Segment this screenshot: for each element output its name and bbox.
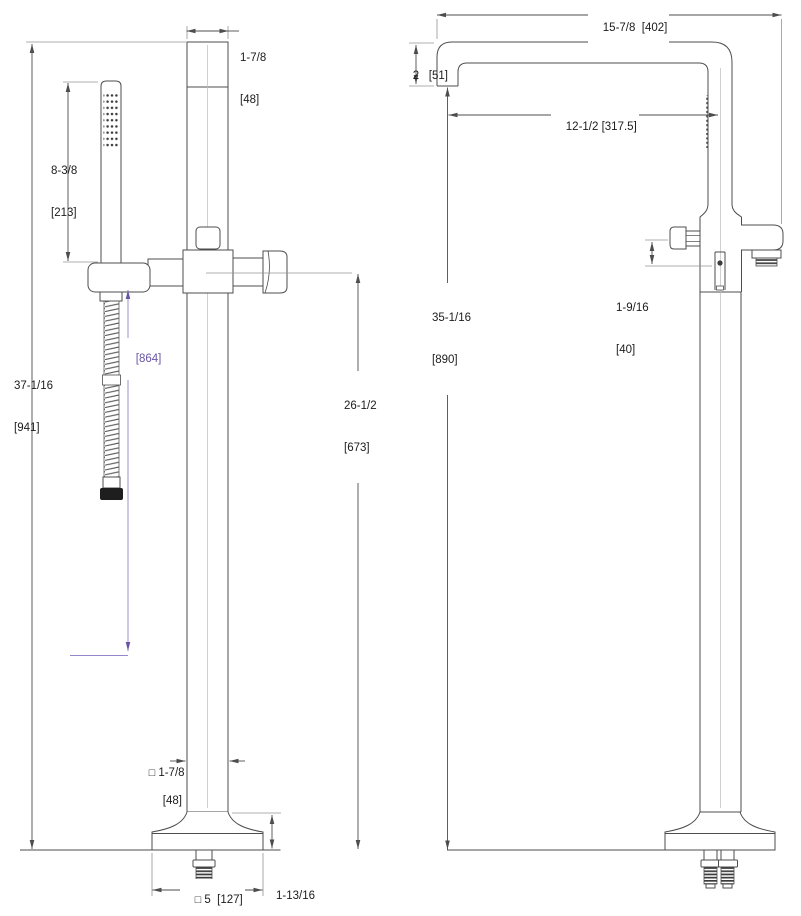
outlet-nozzle-lower: [755, 257, 778, 267]
outlet-nozzle-upper: [751, 249, 782, 259]
handle-stem: [232, 257, 264, 287]
dim-spout-depth-label: 2 [51]: [412, 70, 448, 82]
dim-base-height-label: 1-13/16 [45.7]: [276, 890, 316, 902]
hose-coupler: [102, 374, 121, 386]
hose-nut-top: [99, 291, 123, 302]
front-view-faucet: [87, 41, 288, 890]
dim-handshower-length-label: 8-3/8 [213]: [51, 165, 78, 219]
side-view-dimensions: [409, 12, 782, 851]
dim-overall-height-label: 37-1/16 [941]: [14, 380, 54, 434]
dim-column-width-label: □ 1-7/8 [48]: [148, 767, 185, 807]
square-symbol: □: [194, 894, 202, 906]
spout-inner: [457, 62, 709, 204]
spout-outer: [436, 41, 733, 204]
side-view-faucet: [436, 41, 784, 889]
dim-base-width-label: □ 5 [127]: [180, 879, 245, 916]
body-screw: [717, 260, 723, 266]
side-base: [664, 811, 776, 851]
holder-bracket: [87, 262, 151, 293]
hose-outlet-stub: [685, 230, 701, 247]
dim-spout-outlet-height-label: 35-1/16 [890]: [430, 283, 474, 395]
hose-outlet-knob: [669, 226, 687, 250]
spout-outlet-block: [741, 224, 784, 251]
dim-column-top-width-label: 1-7/8 [48]: [240, 52, 267, 106]
dim-outlet-centerline-height-label: 26-1/2 [673]: [342, 371, 379, 483]
hose-coil: [103, 300, 120, 478]
hose-end-nut: [102, 476, 121, 489]
valve-tee-body: [182, 249, 234, 294]
holder-arm: [147, 258, 188, 287]
handshower-spray-dots: [103, 93, 120, 149]
front-stub-neck: [195, 849, 213, 861]
dim-spout-reach-label: 15-7/8 [402]: [588, 7, 670, 49]
handle-knob-profile: [264, 250, 270, 294]
diverter-button: [195, 226, 221, 250]
dim-spout-centerline-reach-label: 12-1/2 [317.5]: [551, 106, 639, 148]
hose-end-connector: [100, 488, 123, 500]
pipe-knurl-dots: [704, 95, 710, 148]
square-symbol: □: [148, 767, 156, 779]
dim-handshower-outlet-offset-label: 1-9/16 [40]: [616, 302, 649, 356]
front-stub-flange: [192, 859, 216, 868]
dim-hose-length-label: [864]: [121, 338, 164, 380]
